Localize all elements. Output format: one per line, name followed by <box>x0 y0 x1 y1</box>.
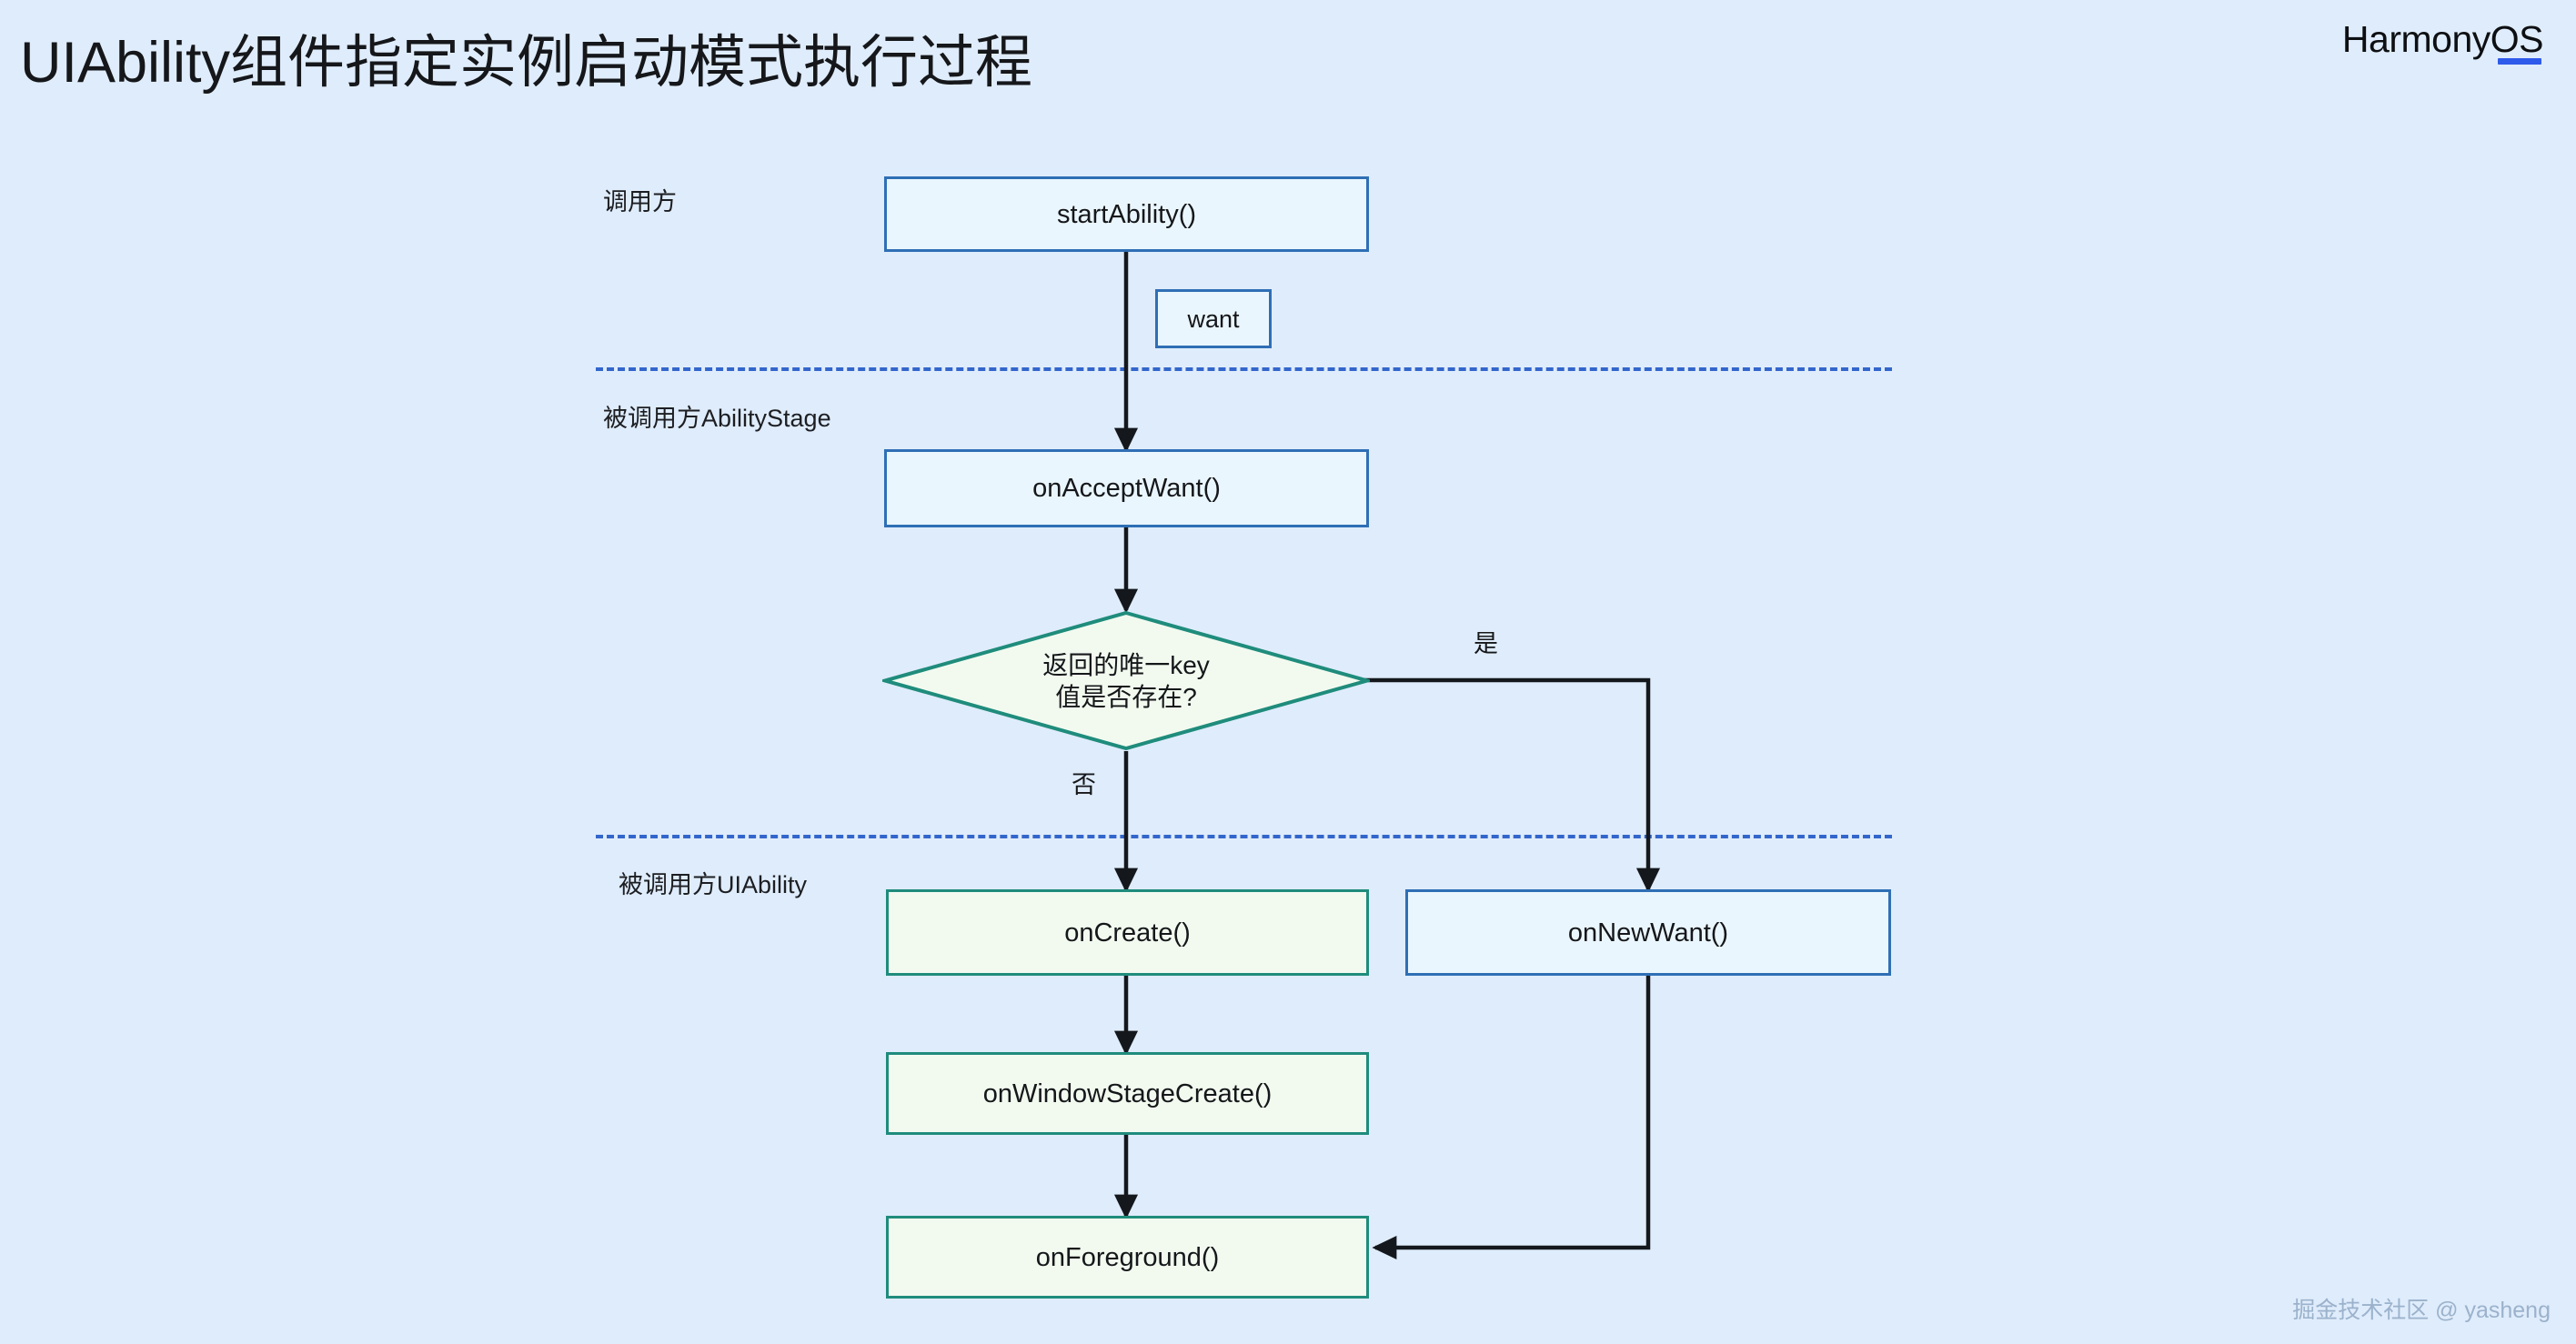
brand-name-main: Harmony <box>2341 18 2490 60</box>
edge-label-yes: 是 <box>1474 630 1498 657</box>
lane-label-callee-uiability: 被调用方UIAbility <box>619 871 808 898</box>
node-on-create[interactable]: onCreate() <box>886 889 1369 976</box>
watermark: 掘金技术社区 @ yasheng <box>2292 1298 2551 1323</box>
node-on-window-stage-create[interactable]: onWindowStageCreate() <box>886 1052 1369 1135</box>
node-on-new-want[interactable]: onNewWant() <box>1405 889 1891 976</box>
node-key-decision[interactable]: 返回的唯一key 值是否存在? <box>878 610 1374 751</box>
node-on-window-stage-create-label: onWindowStageCreate() <box>982 1078 1273 1108</box>
lane-label-callee-abilitystage: 被调用方AbilityStage <box>603 405 831 432</box>
decision-diamond-shape <box>878 610 1374 751</box>
brand-name-os-wrap: OS <box>2490 16 2544 65</box>
node-on-foreground[interactable]: onForeground() <box>886 1216 1369 1299</box>
node-key-decision-label: 返回的唯一key 值是否存在? <box>1042 650 1210 711</box>
page-title: UIAbility组件指定实例启动模式执行过程 <box>20 31 1033 95</box>
node-start-ability-label: startAbility() <box>1056 199 1197 229</box>
brand-name-os: OS <box>2490 18 2544 60</box>
node-on-foreground-label: onForeground() <box>1035 1242 1220 1272</box>
node-on-create-label: onCreate() <box>1064 918 1191 948</box>
node-start-ability[interactable]: startAbility() <box>884 176 1369 252</box>
brand-underline <box>2497 58 2541 65</box>
lane-label-caller: 调用方 <box>603 188 677 216</box>
node-want[interactable]: want <box>1155 289 1272 348</box>
node-on-new-want-label: onNewWant() <box>1567 918 1729 948</box>
node-on-accept-want-label: onAcceptWant() <box>1032 474 1221 503</box>
harmonyos-logo: HarmonyOS <box>2341 16 2544 65</box>
node-want-label: want <box>1187 305 1240 333</box>
edge-label-no: 否 <box>1072 771 1096 798</box>
divider-top <box>596 367 1892 371</box>
divider-bottom <box>596 835 1892 838</box>
node-on-accept-want[interactable]: onAcceptWant() <box>884 449 1369 527</box>
